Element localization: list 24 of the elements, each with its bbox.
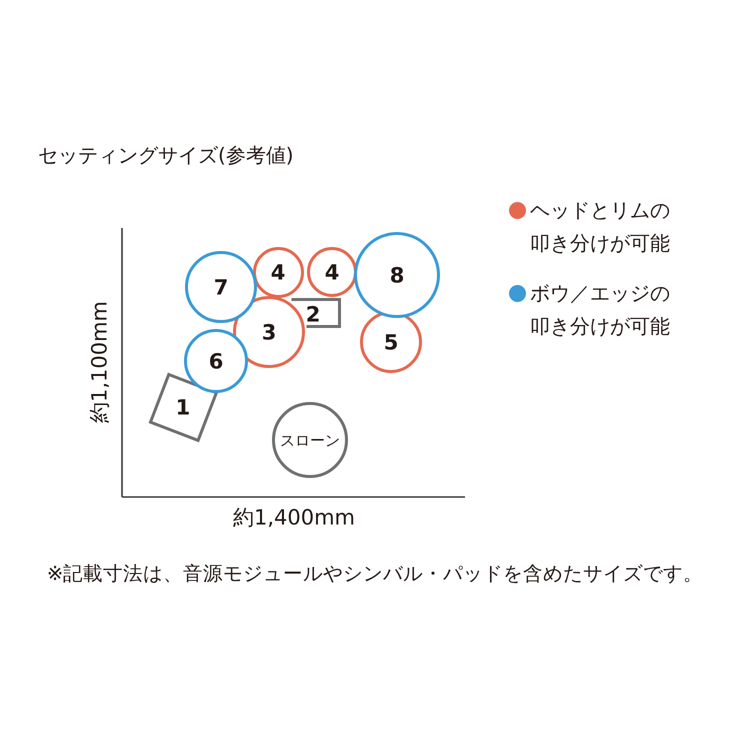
callout-number: 1	[176, 397, 190, 418]
callout-number: 4	[324, 262, 340, 284]
pad-circle	[354, 232, 440, 318]
throne-circle	[272, 402, 348, 478]
footnote: ※記載寸法は、音源モジュールやシンバル・パッドを含めたサイズです。	[46, 562, 704, 586]
legend-text: ボウ／エッジの叩き分けが可能	[530, 280, 671, 340]
callout-number: 6	[208, 352, 224, 372]
callout-number: 2	[306, 304, 320, 325]
callout-number: 5	[384, 332, 398, 354]
callout-number: 3	[262, 322, 276, 344]
pad-circle	[184, 329, 248, 393]
dimension-label: 約1,400mm	[232, 508, 356, 528]
pad-circle	[252, 246, 304, 298]
legend-text: ヘッドとリムの叩き分けが可能	[530, 196, 671, 256]
callout-number: 8	[390, 266, 404, 286]
pad-circle	[233, 296, 305, 368]
callout-number: 7	[214, 278, 228, 298]
pad-circle	[185, 251, 257, 323]
dimension-label: 約1,100mm	[90, 300, 110, 424]
pad-circle	[307, 247, 357, 297]
callout-number: 4	[270, 262, 286, 284]
throne-label: スローン	[280, 434, 340, 448]
pad-circle	[360, 311, 422, 373]
diagram-title: セッティングサイズ(参考値)	[38, 142, 294, 168]
